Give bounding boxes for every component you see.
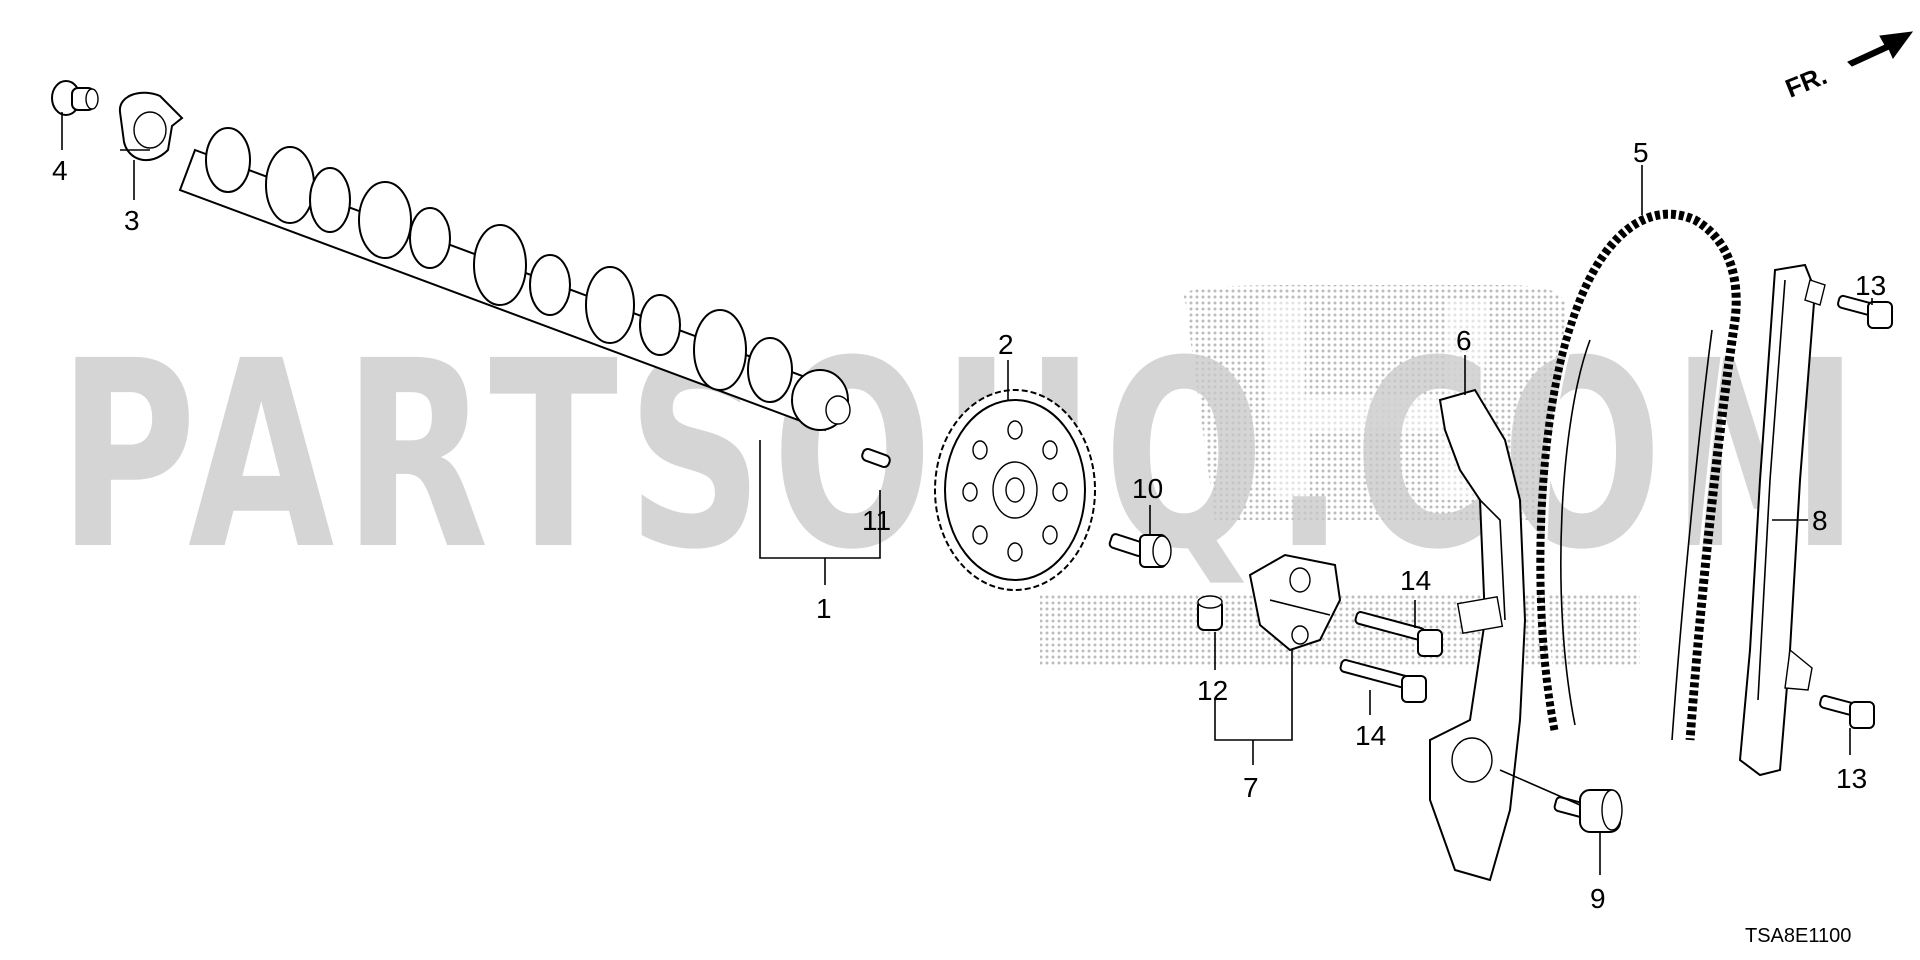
leader-lines [61, 112, 1873, 875]
callout-14-upper: 14 [1400, 565, 1431, 596]
callout-1: 1 [816, 593, 832, 624]
part-7-tensioner-assembly [1248, 553, 1342, 652]
front-label: FR. [1781, 60, 1831, 104]
callout-11: 11 [862, 505, 891, 536]
callout-8: 8 [1812, 505, 1828, 536]
part-12-collar [1197, 595, 1223, 631]
callout-3: 3 [124, 205, 140, 236]
callout-7: 7 [1243, 772, 1259, 803]
part-5-cam-chain [1536, 209, 1741, 741]
callout-6: 6 [1456, 325, 1472, 356]
part-13-bolt-upper [1837, 294, 1893, 329]
part-14-bolt-lower [1339, 659, 1427, 703]
callout-4: 4 [52, 155, 68, 186]
callout-13-lower: 13 [1836, 763, 1867, 794]
callout-14-lower: 14 [1355, 720, 1386, 751]
callout-2: 2 [998, 329, 1014, 360]
callout-9: 9 [1590, 883, 1606, 914]
callout-13-upper: 13 [1855, 270, 1886, 301]
front-direction-marker: FR. [1781, 31, 1914, 104]
part-1-camshaft [178, 127, 851, 432]
arrow-right-icon [1847, 31, 1914, 67]
callout-5: 5 [1633, 137, 1649, 168]
part-11-dowel-pin [861, 447, 891, 469]
part-3-pulser-plate [118, 91, 184, 161]
callout-10: 10 [1132, 473, 1163, 504]
part-10-bolt [1108, 533, 1172, 568]
part-4-plug [51, 80, 99, 116]
callout-12: 12 [1197, 675, 1228, 706]
callout-labels: 4 3 1 11 2 10 12 14 14 7 6 5 8 13 13 9 [52, 137, 1886, 914]
part-13-bolt-lower [1819, 694, 1875, 729]
drawing-code: TSA8E1100 [1745, 925, 1851, 947]
part-2-cam-sprocket [934, 389, 1096, 591]
part-14-bolt-upper [1354, 611, 1443, 657]
part-6-tensioner-arm [1429, 388, 1527, 882]
part-9-pivot-bolt [1553, 789, 1623, 833]
